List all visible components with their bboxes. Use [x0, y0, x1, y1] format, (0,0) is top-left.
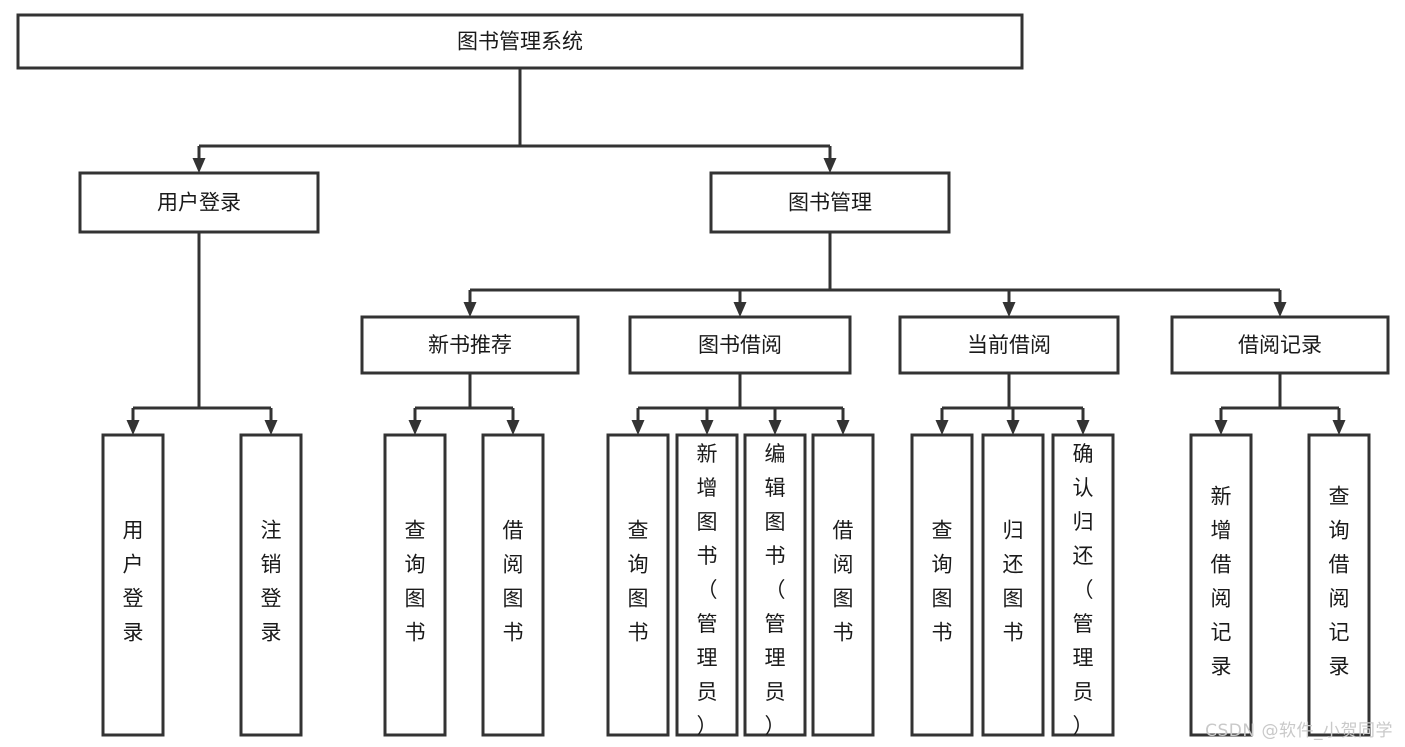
arrow-head — [768, 420, 782, 435]
node-leaf-query-book-borrow[interactable]: 查询图书 — [606, 433, 670, 737]
arrow-head — [1076, 420, 1090, 435]
node-box — [910, 433, 974, 737]
node-records[interactable]: 借阅记录 — [1170, 315, 1390, 375]
node-label: 编辑图书（管理员） — [765, 442, 786, 738]
node-box — [981, 433, 1045, 737]
node-label: 借阅记录 — [1238, 333, 1322, 357]
node-label: 查询图书 — [405, 519, 426, 645]
arrow-head — [1273, 302, 1287, 317]
arrow-head — [733, 302, 747, 317]
arrow-head — [264, 420, 278, 435]
node-label: 新增图书（管理员） — [697, 442, 718, 738]
node-label: 图书管理系统 — [457, 30, 583, 54]
node-label: 用户登录 — [123, 519, 144, 645]
node-label: 图书管理 — [788, 191, 872, 215]
node-box — [239, 433, 303, 737]
connector-group-root — [192, 68, 837, 173]
connector-group-bookmgmt — [463, 232, 1287, 317]
node-label: 归还图书 — [1003, 519, 1024, 645]
arrow-head — [1002, 302, 1016, 317]
arrow-head — [1332, 420, 1346, 435]
node-box — [1189, 433, 1253, 737]
arrow-head — [631, 420, 645, 435]
node-leaf-user-login[interactable]: 用户登录 — [101, 433, 165, 737]
connector-group-records — [1214, 373, 1346, 435]
node-label: 注销登录 — [261, 519, 282, 645]
node-leaf-logout[interactable]: 注销登录 — [239, 433, 303, 737]
node-borrow[interactable]: 图书借阅 — [628, 315, 852, 375]
connector-group-login — [126, 232, 278, 435]
node-label: 用户登录 — [157, 191, 241, 215]
node-leaf-add-record[interactable]: 新增借阅记录 — [1189, 433, 1253, 737]
arrow-head — [1214, 420, 1228, 435]
node-box — [898, 315, 1120, 375]
connector-layer — [126, 68, 1346, 435]
arrow-head — [836, 420, 850, 435]
node-leaf-query-record[interactable]: 查询借阅记录 — [1307, 433, 1371, 737]
arrow-head — [126, 420, 140, 435]
arrow-head — [700, 420, 714, 435]
node-label: 借阅图书 — [833, 519, 854, 645]
node-box — [383, 433, 447, 737]
node-label: 新增借阅记录 — [1211, 485, 1232, 679]
node-box — [606, 433, 670, 737]
node-label: 确认归还（管理员） — [1073, 442, 1094, 738]
node-label: 查询图书 — [932, 519, 953, 645]
arrow-head — [463, 302, 477, 317]
arrow-head — [823, 158, 837, 173]
node-box — [16, 13, 1024, 70]
node-bookmgmt[interactable]: 图书管理 — [709, 171, 951, 234]
node-label: 查询图书 — [628, 519, 649, 645]
node-box — [1307, 433, 1371, 737]
arrow-head — [1006, 420, 1020, 435]
node-login[interactable]: 用户登录 — [78, 171, 320, 234]
node-leaf-edit-book[interactable]: 编辑图书（管理员） — [743, 433, 807, 738]
node-box — [1170, 315, 1390, 375]
node-label: 借阅图书 — [503, 519, 524, 645]
connector-group-newbook — [408, 373, 520, 435]
connector-group-borrow — [631, 373, 850, 435]
node-box — [78, 171, 320, 234]
node-newbook[interactable]: 新书推荐 — [360, 315, 580, 375]
node-box — [811, 433, 875, 737]
node-leaf-borrow-book[interactable]: 借阅图书 — [811, 433, 875, 737]
node-leaf-add-book[interactable]: 新增图书（管理员） — [675, 433, 739, 738]
node-box — [1051, 433, 1115, 737]
node-box — [675, 433, 739, 737]
node-box — [481, 433, 545, 737]
node-box — [709, 171, 951, 234]
node-leaf-borrow-book-new[interactable]: 借阅图书 — [481, 433, 545, 737]
connector-group-current — [935, 373, 1090, 435]
node-box — [101, 433, 165, 737]
node-box — [628, 315, 852, 375]
node-label: 当前借阅 — [967, 333, 1051, 357]
node-box — [743, 433, 807, 737]
node-layer: 图书管理系统用户登录图书管理新书推荐图书借阅当前借阅借阅记录用户登录注销登录查询… — [16, 13, 1390, 738]
node-leaf-query-book-new[interactable]: 查询图书 — [383, 433, 447, 737]
node-box — [360, 315, 580, 375]
arrow-head — [192, 158, 206, 173]
arrow-head — [506, 420, 520, 435]
node-root[interactable]: 图书管理系统 — [16, 13, 1024, 70]
node-label: 新书推荐 — [428, 333, 512, 357]
node-leaf-return-book[interactable]: 归还图书 — [981, 433, 1045, 737]
arrow-head — [408, 420, 422, 435]
arrow-head — [935, 420, 949, 435]
node-leaf-confirm-return[interactable]: 确认归还（管理员） — [1051, 433, 1115, 738]
node-leaf-query-book-current[interactable]: 查询图书 — [910, 433, 974, 737]
node-label: 图书借阅 — [698, 333, 782, 357]
node-current[interactable]: 当前借阅 — [898, 315, 1120, 375]
node-label: 查询借阅记录 — [1329, 485, 1350, 679]
